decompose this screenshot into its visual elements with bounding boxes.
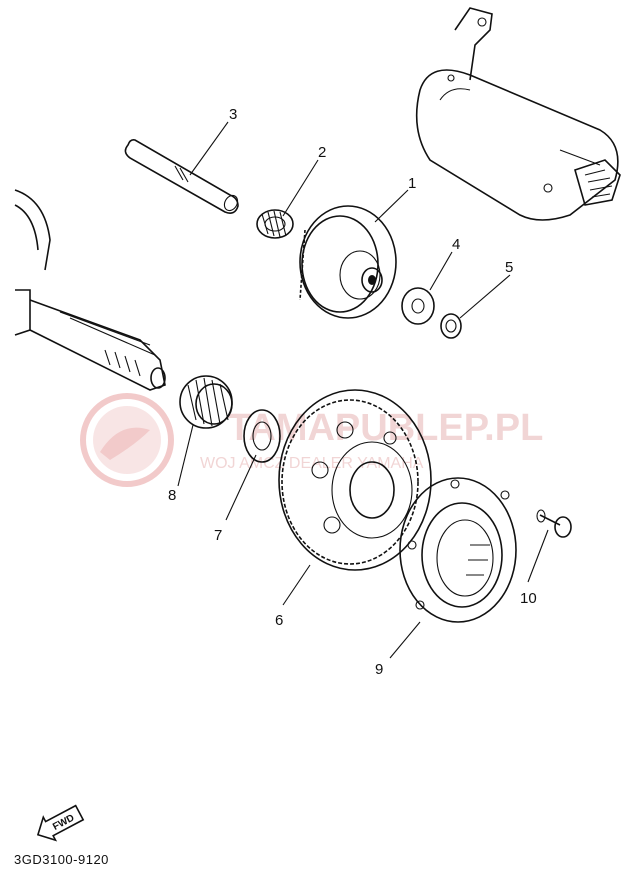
part-8-needle-bearing (179, 375, 233, 429)
watermark-subtitle: WOJ AMCZ DEALER YAMAHA (200, 455, 424, 472)
part-7-washer (243, 409, 281, 463)
part-number-4: 4 (452, 236, 460, 253)
leader-lines (177, 121, 549, 659)
part-number-7: 7 (214, 527, 222, 544)
fwd-arrow-icon: FWD (36, 804, 85, 842)
part-number-5: 5 (505, 259, 513, 276)
watermark: TAMAPUBLEP.PL WOJ AMCZ DEALER YAMAHA (80, 393, 543, 487)
diagram-code: 3GD3100-9120 (14, 852, 109, 867)
part-number-10: 10 (520, 590, 537, 607)
part-number-8: 8 (168, 487, 176, 504)
part-1-idler-gear (299, 205, 397, 319)
part-6-starter-wheel-gear (278, 389, 432, 571)
part-4-washer (401, 287, 435, 325)
part-number-9: 9 (375, 661, 383, 678)
starter-motor (415, 7, 621, 221)
watermark-logo-icon (80, 393, 174, 487)
part-2-needle-bearing (256, 209, 294, 239)
part-9-starter-clutch (399, 477, 517, 623)
part-10-bolt (536, 509, 572, 538)
part-number-6: 6 (275, 612, 283, 629)
part-3-shaft (124, 139, 239, 214)
part-number-1: 1 (408, 175, 416, 192)
part-5-circlip (440, 313, 462, 339)
crankshaft (14, 189, 166, 391)
part-number-3: 3 (229, 106, 237, 123)
part-number-2: 2 (318, 144, 326, 161)
